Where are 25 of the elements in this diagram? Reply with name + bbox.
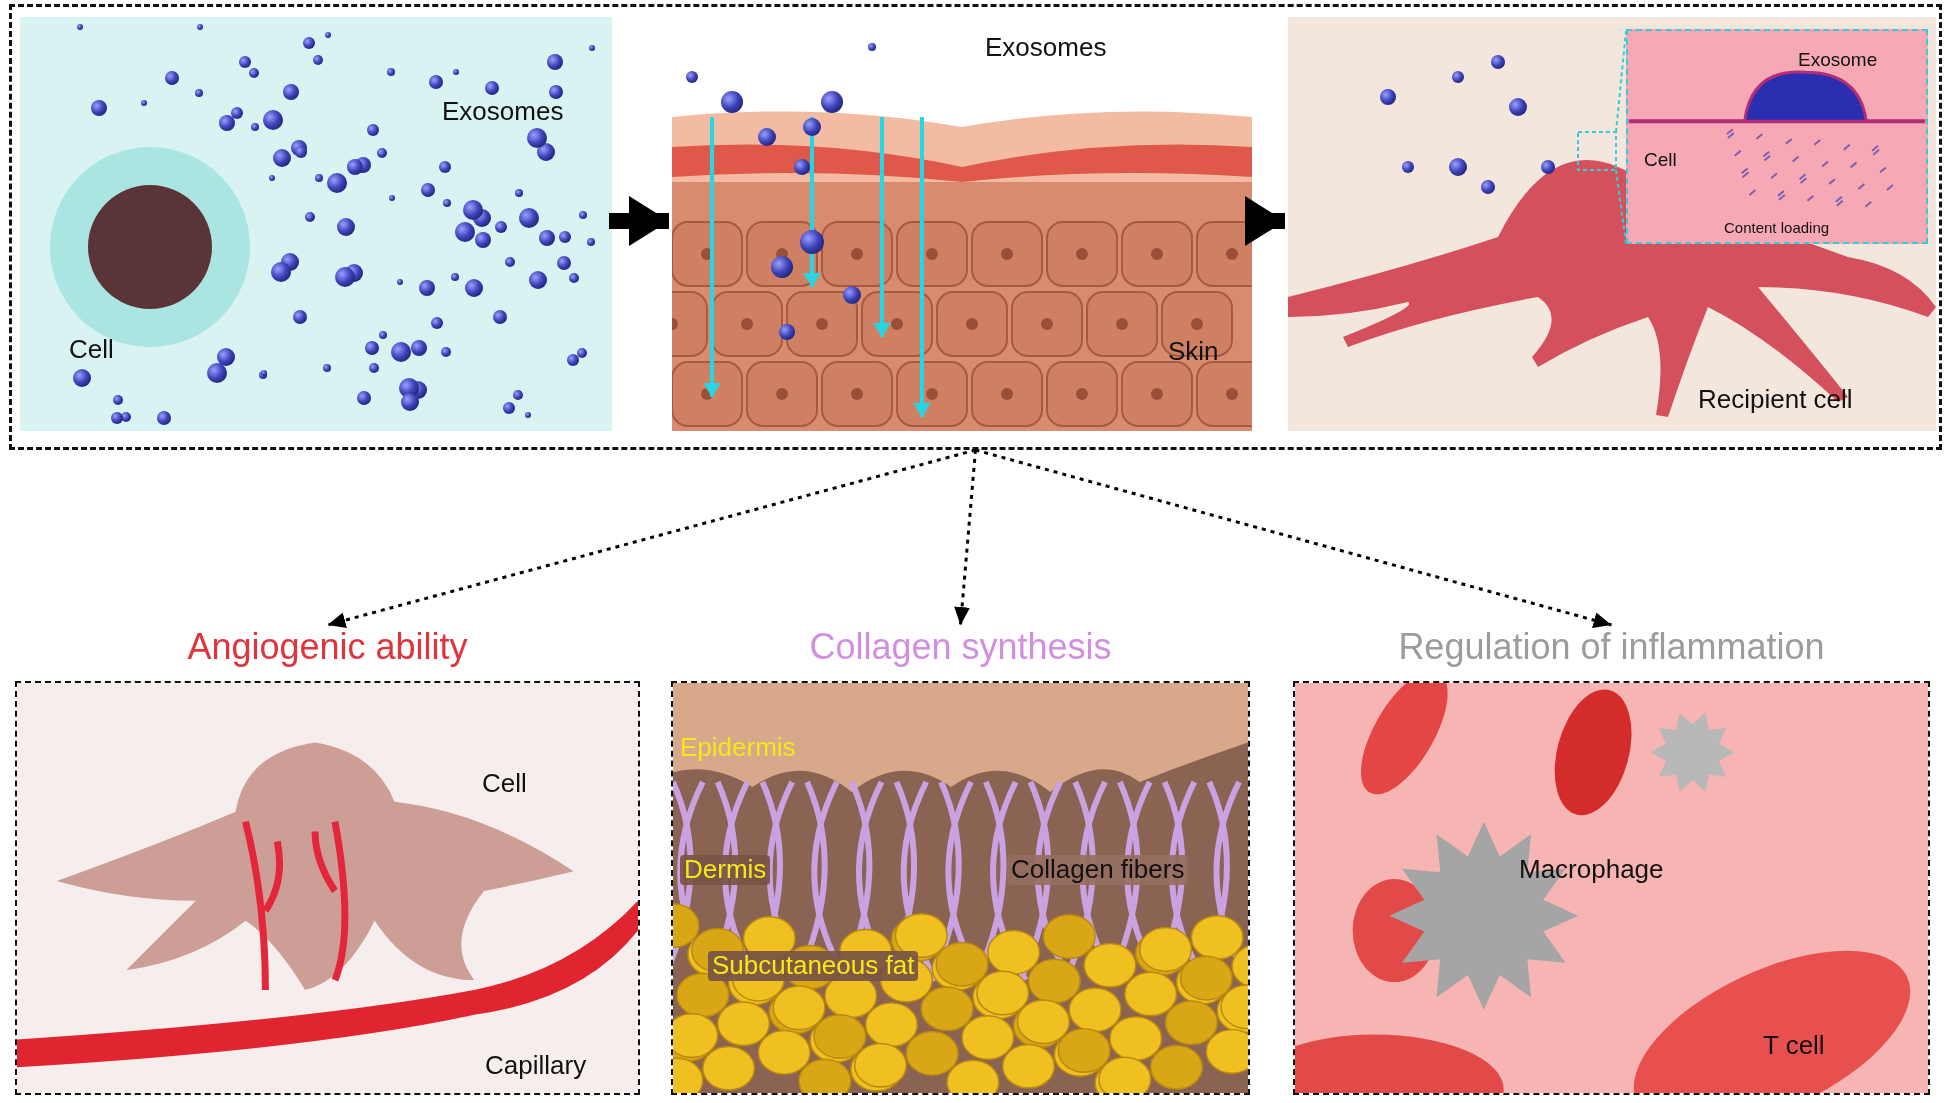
panel-title: Collagen synthesis	[808, 625, 1113, 669]
image-label: Recipient cell	[1698, 385, 1853, 415]
image-label: Collagen fibers	[1007, 855, 1189, 885]
image-label: Exosomes	[985, 33, 1107, 63]
image-label: Exosome	[1798, 49, 1878, 71]
panel-title: Regulation of inflammation	[1397, 625, 1826, 669]
dotted-arrow	[327, 448, 976, 629]
dotted-arrow	[954, 449, 977, 626]
image-label: Macrophage	[1519, 855, 1664, 885]
block-arrow	[609, 196, 669, 246]
image-label: Cell	[69, 335, 114, 365]
image-label: Cell	[482, 769, 527, 799]
image-label: Cell	[1644, 149, 1677, 171]
image-label: Subcutaneous fat	[708, 951, 919, 981]
image-label: Capillary	[485, 1051, 587, 1081]
dashed-frame	[9, 4, 1942, 450]
image-label: Skin	[1168, 337, 1219, 367]
image-label: Content loading	[1724, 219, 1830, 237]
image-label: Exosomes	[442, 97, 564, 127]
dotted-arrow	[975, 448, 1612, 628]
image-label: Dermis	[680, 855, 771, 885]
panel-title: Angiogenic ability	[186, 625, 469, 669]
block-arrow	[1245, 196, 1285, 246]
image-label: Epidermis	[680, 733, 796, 763]
image-label: T cell	[1763, 1031, 1825, 1061]
